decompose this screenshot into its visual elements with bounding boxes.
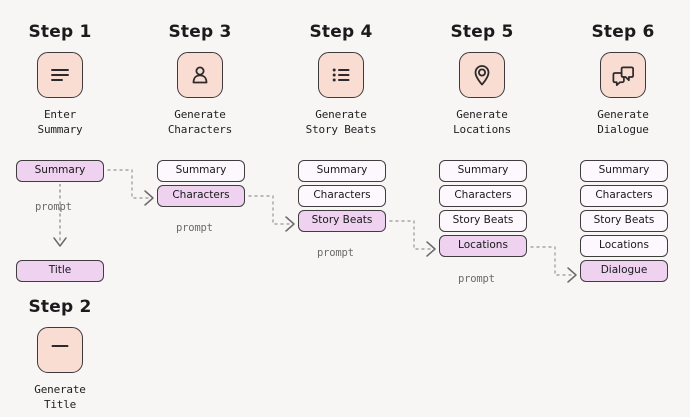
step-caption-line2: Dialogue — [597, 123, 649, 136]
step-icon-box — [37, 327, 83, 373]
single-line-icon — [48, 338, 72, 362]
pill-locations[interactable]: Locations — [580, 235, 668, 257]
step-caption-line2: Characters — [167, 123, 233, 136]
step-caption: Generate Dialogue — [564, 107, 682, 137]
step-caption-line1: Generate — [34, 383, 86, 396]
prompt-label-column-3: prompt — [317, 247, 354, 259]
step-caption-line1: Generate — [315, 108, 367, 121]
prompt-label-column-1: prompt — [35, 201, 72, 213]
pill-dialogue[interactable]: Dialogue — [580, 260, 668, 282]
pill-stack-column-4: Summary Characters Story Beats Locations — [439, 160, 527, 260]
step-title: Step 5 — [450, 22, 514, 42]
pill-summary[interactable]: Summary — [16, 160, 104, 182]
pill-summary[interactable]: Summary — [580, 160, 668, 182]
connector-column4-to-column5 — [530, 246, 577, 283]
pill-stack-column-1: Summary — [16, 160, 104, 185]
step-header-3: Step 3 Generate Characters — [141, 22, 259, 137]
step-title: Step 6 — [591, 22, 655, 42]
step-title: Step 3 — [168, 22, 232, 42]
step-caption-line2: Title — [43, 398, 77, 411]
prompt-label-column-2: prompt — [176, 222, 213, 234]
pill-locations[interactable]: Locations — [439, 235, 527, 257]
pill-characters[interactable]: Characters — [439, 185, 527, 207]
prompt-label-column-4: prompt — [458, 273, 495, 285]
pill-stack-column-3: Summary Characters Story Beats — [298, 160, 386, 235]
pill-summary[interactable]: Summary — [298, 160, 386, 182]
prompt-arrow-column-1 — [53, 184, 67, 247]
map-pin-icon — [470, 63, 494, 87]
step-header-1: Step 1 Enter Summary — [1, 22, 119, 137]
step-title: Step 1 — [28, 22, 92, 42]
person-icon — [188, 63, 212, 87]
pill-summary[interactable]: Summary — [157, 160, 245, 182]
pill-stack-column-2: Summary Characters — [157, 160, 245, 210]
step-header-6: Step 6 Generate Dialogue — [564, 22, 682, 137]
step-caption: Enter Summary — [1, 107, 119, 137]
pill-summary[interactable]: Summary — [439, 160, 527, 182]
step-caption-line1: Enter — [43, 108, 77, 121]
connector-column1-to-column2 — [107, 169, 154, 206]
pill-characters[interactable]: Characters — [298, 185, 386, 207]
step-caption-line2: Story Beats — [305, 123, 377, 136]
step-caption: Generate Title — [1, 382, 119, 412]
step-icon-box — [600, 52, 646, 98]
step-caption-line2: Summary — [37, 123, 83, 136]
connector-column3-to-column4 — [389, 220, 436, 257]
step-header-5: Step 5 Generate Locations — [423, 22, 541, 137]
step-icon-box — [318, 52, 364, 98]
bulleted-list-icon — [329, 63, 353, 87]
step-header-2: Step 2 Generate Title — [1, 297, 119, 412]
step-caption: Generate Story Beats — [282, 107, 400, 137]
pill-characters[interactable]: Characters — [157, 185, 245, 207]
step-caption: Generate Characters — [141, 107, 259, 137]
step-icon-box — [177, 52, 223, 98]
connector-column2-to-column3 — [248, 195, 295, 232]
step-caption-line2: Locations — [453, 123, 511, 136]
step-title: Step 4 — [309, 22, 373, 42]
pill-characters[interactable]: Characters — [580, 185, 668, 207]
speech-bubbles-icon — [611, 63, 636, 88]
pill-story-beats[interactable]: Story Beats — [580, 210, 668, 232]
step-header-4: Step 4 Generate Story Beats — [282, 22, 400, 137]
step-caption-line1: Generate — [456, 108, 508, 121]
step-icon-box — [37, 52, 83, 98]
pill-stack-column-1-output: Title — [16, 260, 104, 285]
document-lines-icon — [48, 63, 72, 87]
pill-story-beats[interactable]: Story Beats — [439, 210, 527, 232]
step-icon-box — [459, 52, 505, 98]
pill-stack-column-5: Summary Characters Story Beats Locations… — [580, 160, 668, 285]
step-caption: Generate Locations — [423, 107, 541, 137]
step-caption-line1: Generate — [174, 108, 226, 121]
pill-title[interactable]: Title — [16, 260, 104, 282]
pill-story-beats[interactable]: Story Beats — [298, 210, 386, 232]
step-caption-line1: Generate — [597, 108, 649, 121]
step-title: Step 2 — [28, 297, 92, 317]
